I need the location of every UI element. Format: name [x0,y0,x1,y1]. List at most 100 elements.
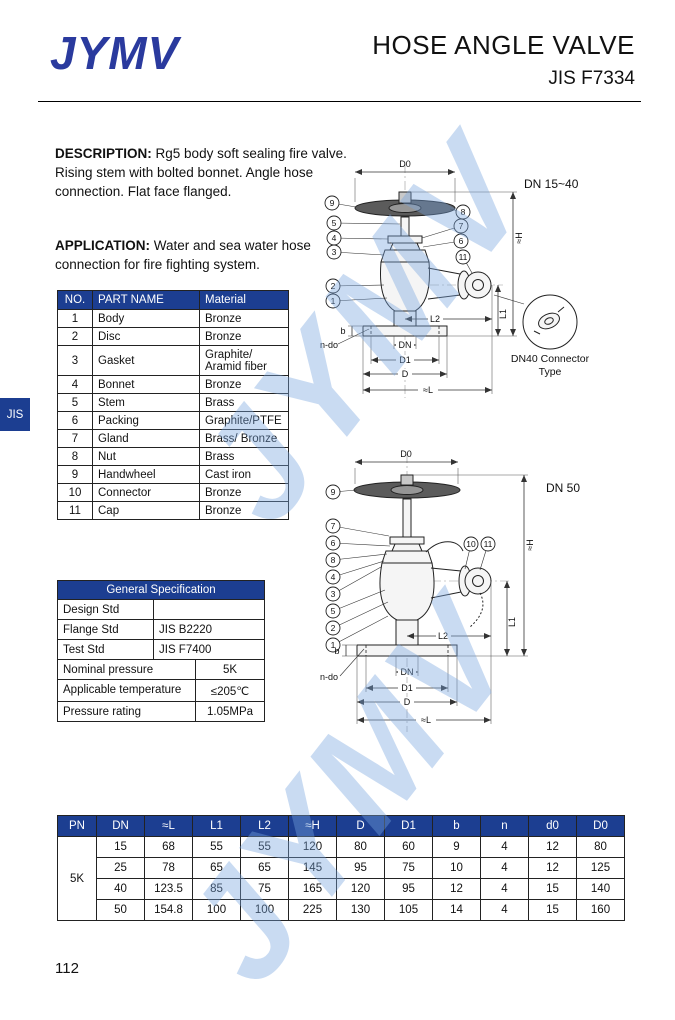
description-paragraph: DESCRIPTION: Rg5 body soft sealing fire … [55,144,347,201]
callout-5: 5 [325,589,386,619]
svg-text:4: 4 [332,233,337,243]
svg-text:2: 2 [331,623,336,633]
svg-text:L2: L2 [430,314,440,324]
pn-cell: 5K [57,836,97,921]
standard-number: JIS F7334 [548,68,635,89]
valve-body [380,261,430,327]
parts-col-material: Material [199,290,289,310]
svg-text:D0: D0 [400,449,412,459]
svg-text:9: 9 [331,487,336,497]
svg-text:DN: DN [399,340,412,350]
spec-table: General Specification Design Std Flange … [57,580,265,722]
svg-text:D1: D1 [399,355,411,365]
dimension-D0: D0 [354,449,459,484]
svg-text:n-do: n-do [320,672,338,682]
dimension-b: b [334,644,356,657]
dimension-DN: DN [393,336,417,350]
svg-text:L1: L1 [507,617,517,627]
svg-text:≈H: ≈H [514,232,524,243]
callout-4: 4 [325,560,385,585]
svg-text:D: D [402,369,409,379]
callout-1: 1 [325,615,389,653]
callout-4: 4 [326,230,389,246]
callout-10: 10 [463,536,479,570]
svg-text:L2: L2 [438,631,448,641]
svg-text:≈H: ≈H [525,539,535,550]
page-header: HOSE ANGLE VALVE JIS F7334 [372,30,635,90]
callout-3: 3 [325,566,382,602]
svg-text:6: 6 [459,236,464,246]
dimension-L1: L1 [504,581,517,656]
dimension-D0: D0 [354,159,456,202]
callout-2: 2 [325,601,389,636]
drawing-dn50: D0 DN 50 [300,440,645,740]
drawing2-size-label: DN 50 [546,481,580,495]
svg-text:2: 2 [331,281,336,291]
stem-bonnet [380,216,430,263]
callout-6: 6 [325,535,391,551]
dimension-H: ≈H [412,191,524,337]
spec-row: Design Std [58,599,264,619]
application-label: APPLICATION: [55,237,150,253]
svg-text:3: 3 [332,247,337,257]
dimension-L2: L2 [407,581,492,724]
callout-6: 6 [422,233,469,249]
spec-table-title: General Specification [58,581,264,599]
inlet-flange [362,325,448,337]
svg-text:9: 9 [330,198,335,208]
parts-col-no: NO. [57,290,93,310]
dimension-D: D [356,656,458,707]
handwheel [354,191,456,217]
svg-text:3: 3 [331,589,336,599]
jis-side-tab: JIS [0,398,30,431]
svg-text:6: 6 [331,538,336,548]
svg-text:D0: D0 [399,159,411,169]
svg-text:8: 8 [461,207,466,217]
dimension-n-do: n-do [320,328,370,350]
svg-text:4: 4 [331,572,336,582]
header-divider [38,101,641,102]
svg-text:7: 7 [331,521,336,531]
page-title: HOSE ANGLE VALVE [372,30,635,60]
callout-1: 1 [325,293,388,309]
application-text: Water and sea water hose connection for … [55,237,311,272]
outlet-connector [430,565,492,628]
dimension-L: ≈L [356,706,491,725]
callout-11: 11 [455,249,473,274]
svg-text:5: 5 [331,606,336,616]
connector-detail: DN40 Connector Type [493,294,590,378]
svg-text:D: D [404,697,411,707]
svg-text:n-do: n-do [320,340,338,350]
application-paragraph: APPLICATION: Water and sea water hose co… [55,236,347,274]
dimension-n-do: n-do [320,648,365,682]
svg-text:≈L: ≈L [421,715,431,725]
svg-text:1: 1 [331,640,336,650]
dimension-L: ≈L [362,378,492,395]
outlet-connector [427,267,492,300]
dimension-D1: D1 [365,656,449,693]
dimension-L2: L2 [405,285,493,394]
dimension-H: ≈H [413,474,535,657]
connector-caption: Type [539,366,562,378]
description-label: DESCRIPTION: [55,145,152,161]
dimension-DN: DN [395,656,419,677]
dimension-b: b [340,325,362,337]
callout-2: 2 [325,278,385,294]
svg-text:7: 7 [459,221,464,231]
callout-11: 11 [479,536,496,571]
cap-chain [469,592,484,628]
